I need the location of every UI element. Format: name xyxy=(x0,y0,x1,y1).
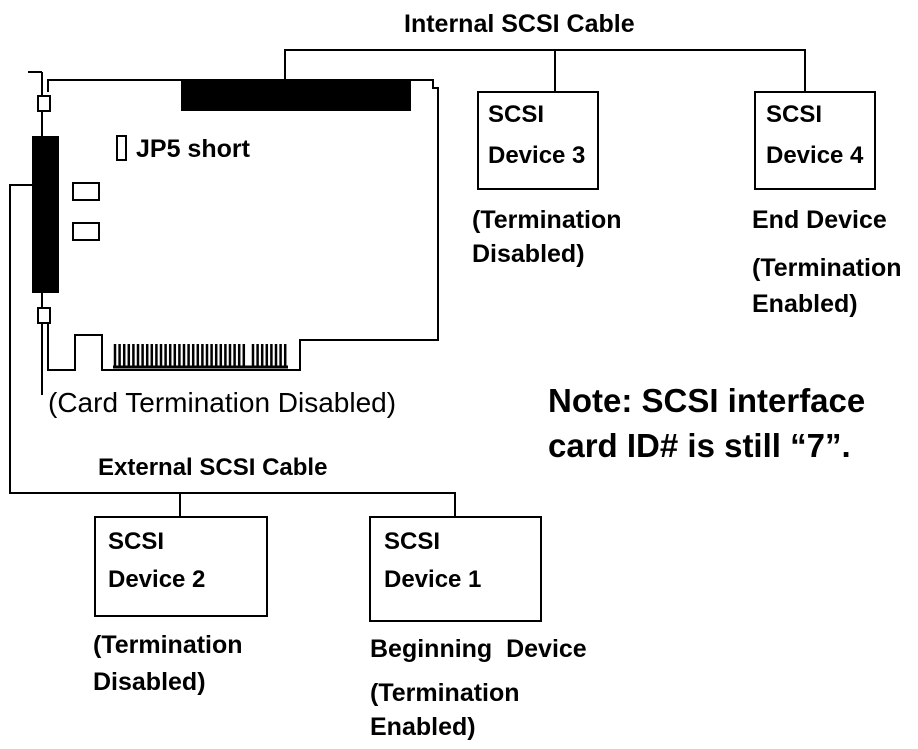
note-line2: card ID# is still “7”. xyxy=(548,427,851,464)
device3-label-line2: Device 3 xyxy=(488,142,586,169)
device4-status-line2: Enabled) xyxy=(752,290,858,318)
device2-status-line2: Disabled) xyxy=(93,668,206,696)
internal-cable-label: Internal SCSI Cable xyxy=(404,10,635,38)
device2-box xyxy=(94,516,268,617)
device1-status-line1: (Termination xyxy=(370,679,520,707)
jp5-jumper-icon xyxy=(116,135,127,161)
note-line1: Note: SCSI interface xyxy=(548,382,866,419)
internal-connector xyxy=(181,79,411,111)
device3-label-line1: SCSI xyxy=(488,101,545,128)
device2-label-line2: Device 2 xyxy=(108,566,206,593)
device1-label-line2: Device 1 xyxy=(384,566,482,593)
external-cable-line xyxy=(9,184,456,517)
device2-label-line1: SCSI xyxy=(108,528,165,555)
card-chip-1 xyxy=(72,182,100,201)
device3-status-line2: Disabled) xyxy=(472,240,585,268)
external-connector xyxy=(32,136,59,293)
device1-role: Beginning Device xyxy=(370,635,587,663)
external-cable-label: External SCSI Cable xyxy=(98,454,328,481)
bracket-screw-top xyxy=(37,95,51,112)
card-termination-label: (Card Termination Disabled) xyxy=(48,387,397,418)
device4-status-line1: (Termination xyxy=(752,254,902,282)
bracket-screw-bottom xyxy=(37,307,51,324)
device1-box xyxy=(369,516,542,622)
jp5-label: JP5 short xyxy=(136,135,250,163)
device2-status-line1: (Termination xyxy=(93,631,243,659)
device4-label-line1: SCSI xyxy=(766,101,823,128)
device4-label-line2: Device 4 xyxy=(766,142,864,169)
interface-card-outline xyxy=(47,79,439,371)
device4-role: End Device xyxy=(752,206,887,234)
device3-box xyxy=(477,91,599,190)
device4-box xyxy=(754,91,876,190)
internal-cable-line xyxy=(284,49,806,92)
card-edge-fingers xyxy=(113,344,287,366)
device1-status-line2: Enabled) xyxy=(370,713,476,741)
card-chip-2 xyxy=(72,222,100,241)
device1-label-line1: SCSI xyxy=(384,528,441,555)
device3-status-line1: (Termination xyxy=(472,206,622,234)
